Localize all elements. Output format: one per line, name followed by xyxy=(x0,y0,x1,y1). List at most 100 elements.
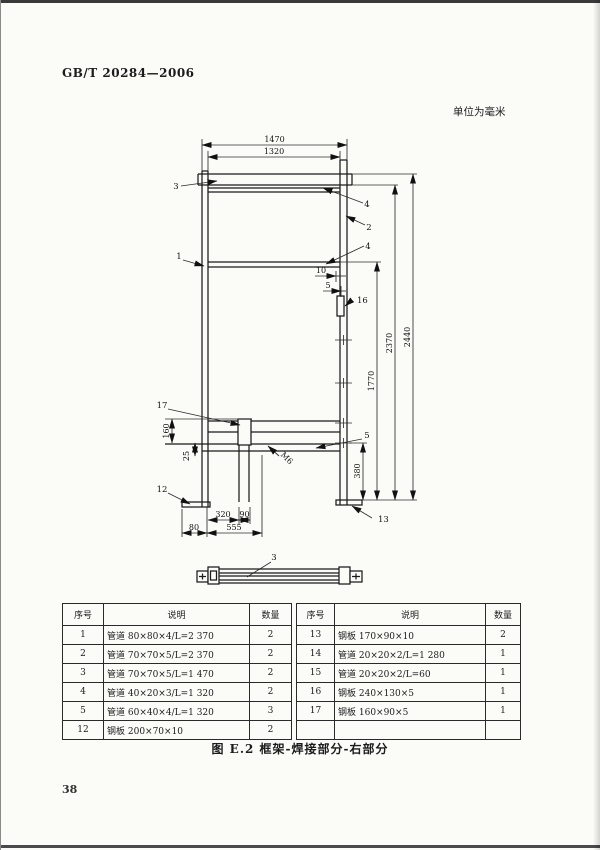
cell-description: 管道 40×20×3/L=1 320 xyxy=(103,682,250,702)
cell-index: 1 xyxy=(62,625,104,645)
table-row: 16 钢板 240×130×5 1 xyxy=(296,682,521,702)
table-header-row: 序号 说明 数量 xyxy=(296,603,521,626)
callout-16: 16 xyxy=(357,296,368,306)
cell-quantity: 1 xyxy=(485,644,521,664)
cell-index: 12 xyxy=(62,720,104,740)
plate-16 xyxy=(336,295,345,317)
cell-index: 14 xyxy=(296,644,335,664)
scan-edge-right xyxy=(593,0,600,850)
parts-table: 序号 说明 数量 1 管道 80×80×4/L=2 370 2 2 管道 70×… xyxy=(62,603,521,740)
dim-base-320: 320 xyxy=(215,510,230,519)
callout-5: 5 xyxy=(364,431,369,441)
cell-description: 钢板 240×130×5 xyxy=(334,682,486,702)
cell-description: 管道 70×70×5/L=1 470 xyxy=(103,663,250,683)
cell-quantity: 2 xyxy=(249,625,292,645)
figure-caption: 图 E.2 框架-焊接部分-右部分 xyxy=(211,742,389,756)
cell-quantity: 2 xyxy=(249,682,292,702)
dim-offset-10: 10 xyxy=(316,266,326,275)
col-header-quantity: 数量 xyxy=(249,603,292,626)
cell-index: 2 xyxy=(62,644,104,664)
table-row: 2 管道 70×70×5/L=2 370 2 xyxy=(62,644,292,664)
dim-base-90: 90 xyxy=(239,510,249,519)
cell-description xyxy=(334,720,486,740)
dim-foot-height: 380 xyxy=(353,463,362,478)
cell-description: 管道 20×20×2/L=60 xyxy=(334,663,486,683)
table-row: 1 管道 80×80×4/L=2 370 2 xyxy=(62,625,292,645)
scan-edge-left xyxy=(0,0,1,850)
cell-description: 管道 70×70×5/L=2 370 xyxy=(103,644,250,664)
col-header-quantity: 数量 xyxy=(485,603,521,626)
callout-3: 3 xyxy=(173,182,178,192)
dim-inner-width: 1320 xyxy=(264,147,284,156)
callout-17: 17 xyxy=(157,401,168,411)
cell-description: 钢板 170×90×10 xyxy=(334,625,486,645)
dim-offset-5: 5 xyxy=(325,281,330,290)
page-number: 38 xyxy=(62,783,78,796)
callout-2: 2 xyxy=(366,223,371,233)
cell-quantity: 2 xyxy=(249,644,292,664)
table-row: 14 管道 20×20×2/L=1 280 1 xyxy=(296,644,521,664)
table-row: 13 钢板 170×90×10 2 xyxy=(296,625,521,645)
table-row: 17 钢板 160×90×5 1 xyxy=(296,701,521,721)
extension-lines xyxy=(165,139,417,537)
cell-index: 13 xyxy=(296,625,335,645)
frame-technical-drawing: 1470 1320 2440 2370 1770 380 160 25 10 5… xyxy=(157,135,417,585)
cell-index xyxy=(296,720,335,740)
dim-mid-height: 1770 xyxy=(367,371,376,391)
cell-quantity: 1 xyxy=(485,682,521,702)
units-note: 单位为毫米 xyxy=(453,106,506,118)
cell-description: 钢板 200×70×10 xyxy=(103,720,250,740)
callout-4-mid: 4 xyxy=(365,242,370,252)
table-header-row: 序号 说明 数量 xyxy=(62,603,292,626)
cell-description: 管道 60×40×4/L=1 320 xyxy=(103,701,250,721)
scan-edge-bottom xyxy=(0,845,600,848)
cell-index: 3 xyxy=(62,663,104,683)
dim-bracket-height: 160 xyxy=(162,423,171,438)
parts-table-left: 序号 说明 数量 1 管道 80×80×4/L=2 370 2 2 管道 70×… xyxy=(62,603,292,740)
table-row: 12 钢板 200×70×10 2 xyxy=(62,720,292,740)
col-header-index: 序号 xyxy=(296,603,335,626)
table-row: 3 管道 70×70×5/L=1 470 2 xyxy=(62,663,292,683)
callout-4-top: 4 xyxy=(364,200,369,210)
table-row: 4 管道 40×20×3/L=1 320 2 xyxy=(62,682,292,702)
dim-outer-width: 1470 xyxy=(264,135,284,144)
foot-plate-12 xyxy=(181,501,211,508)
cell-quantity: 1 xyxy=(485,663,521,683)
col-header-description: 说明 xyxy=(103,603,250,626)
cell-index: 17 xyxy=(296,701,335,721)
cell-index: 5 xyxy=(62,701,104,721)
dimension-labels: 1470 1320 2440 2370 1770 380 160 25 10 5… xyxy=(162,135,412,532)
col-header-description: 说明 xyxy=(334,603,486,626)
cell-quantity: 2 xyxy=(249,663,292,683)
callout-detail-3: 3 xyxy=(271,553,276,563)
callout-13: 13 xyxy=(378,515,389,525)
table-row: 15 管道 20×20×2/L=60 1 xyxy=(296,663,521,683)
dim-total-height: 2440 xyxy=(403,327,412,347)
cell-description: 钢板 160×90×5 xyxy=(334,701,486,721)
frame-members xyxy=(165,159,363,508)
cell-quantity: 2 xyxy=(485,625,521,645)
callout-labels: 3 4 2 4 1 16 17 5 12 13 3 xyxy=(157,182,389,563)
cell-quantity: 2 xyxy=(249,720,292,740)
callout-12: 12 xyxy=(157,485,168,495)
bolt-cross-marks xyxy=(335,335,352,448)
table-row-empty xyxy=(296,720,521,740)
callout-leaders xyxy=(167,179,373,578)
scan-edge-top xyxy=(0,0,600,3)
dim-frame-height: 2370 xyxy=(385,333,394,353)
standard-code: GB/T 20284—2006 xyxy=(62,66,195,80)
parts-table-right: 序号 说明 数量 13 钢板 170×90×10 2 14 管道 20×20×2… xyxy=(296,603,521,740)
dim-offset-25: 25 xyxy=(182,451,191,461)
dimension-lines xyxy=(169,142,416,536)
cell-description: 管道 20×20×2/L=1 280 xyxy=(334,644,486,664)
cell-quantity: 1 xyxy=(485,701,521,721)
detail-view-item3 xyxy=(196,566,363,585)
cell-quantity xyxy=(485,720,521,740)
callout-1: 1 xyxy=(176,252,181,262)
dim-base-555: 555 xyxy=(226,523,241,532)
dim-base-80: 80 xyxy=(189,523,199,532)
cell-quantity: 3 xyxy=(249,701,292,721)
col-header-index: 序号 xyxy=(62,603,104,626)
cell-description: 管道 80×80×4/L=2 370 xyxy=(103,625,250,645)
